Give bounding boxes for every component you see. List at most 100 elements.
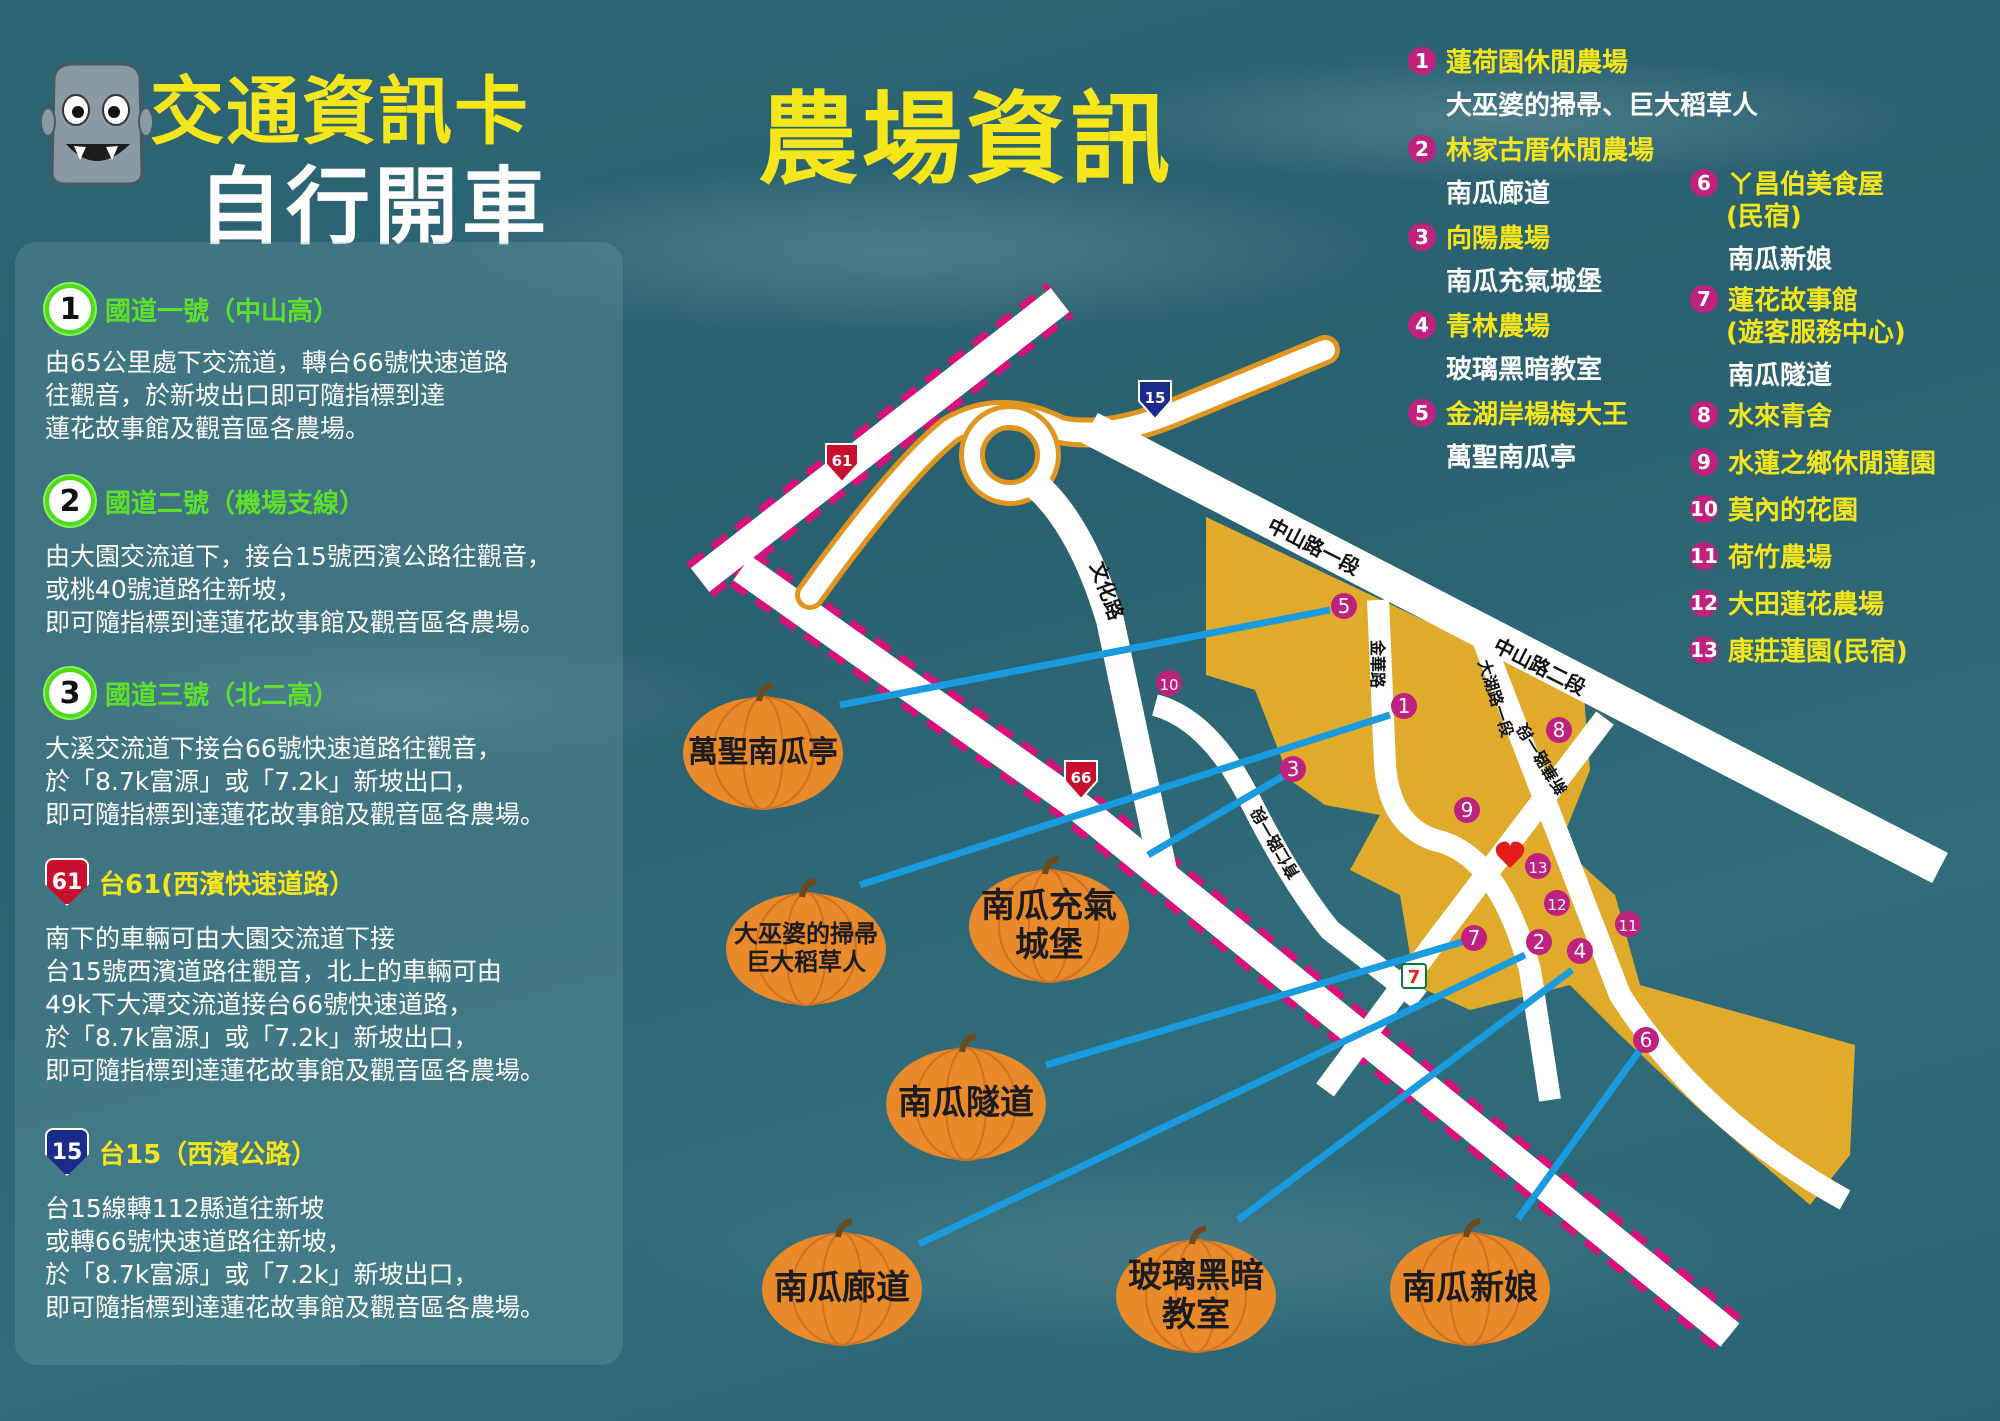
map-pin-2: 2 (1526, 929, 1552, 955)
map-shield-61-icon: 61 (825, 443, 859, 484)
route-title: 台61(西濱快速道路） (99, 869, 356, 900)
farm-name: 水蓮之鄉休閒蓮園 (1728, 449, 1937, 479)
pin-number: 8 (1553, 718, 1566, 742)
pin-circle (1280, 756, 1306, 782)
pin-circle (1567, 938, 1593, 964)
direction-line: 即可隨指標到達蓮花故事館及觀音區各農場。 (45, 1293, 546, 1322)
farm-item: 10 莫內的花園 (1690, 490, 1858, 527)
pin-circle (1454, 797, 1480, 823)
shield-label: 15 (1145, 389, 1166, 407)
pin-number: 12 (1690, 588, 1718, 617)
pumpkin-text: 南瓜充氣 (981, 885, 1117, 926)
map-pin-3: 3 (1280, 756, 1306, 782)
direction-line: 台15號西濱道路往觀音，北上的車輛可由 (45, 957, 502, 986)
farm-attraction: 南瓜新娘 (1728, 245, 1833, 275)
farm-info-title: 農場資訊 (758, 81, 1174, 198)
pin-number: 4 (1408, 310, 1436, 339)
direction-line: 蓮花故事館及觀音區各農場。 (45, 414, 371, 443)
route-title: 國道一號（中山高） (105, 296, 340, 327)
pin-number: 3 (1408, 222, 1436, 251)
farm-item: 9 水蓮之鄉休閒蓮園 (1690, 443, 1936, 480)
farm-name: 金湖岸楊梅大王 (1446, 400, 1629, 430)
direction-line: 於「8.7k富源」或「7.2k」新坡出口， (45, 1260, 479, 1289)
pin-number: 1 (1408, 46, 1436, 75)
farm-attraction: 南瓜充氣城堡 (1446, 267, 1603, 297)
farm-name-note: (民宿) (1726, 202, 1802, 232)
flower-badge-icon: 2 (45, 476, 95, 526)
farm-name: 向陽農場 (1446, 224, 1551, 254)
convenience-store-icon: 7 (1401, 963, 1427, 989)
pin-number: 13 (1690, 635, 1718, 664)
highway-61 (686, 282, 1744, 1353)
pin-number: 6 (1690, 168, 1718, 197)
direction-line: 即可隨指標到達蓮花故事館及觀音區各農場。 (45, 1056, 546, 1085)
direction-line: 或桃40號道路往新坡， (45, 575, 302, 604)
pumpkin-label: 南瓜新娘 (1386, 1217, 1554, 1347)
monster-mascot-icon (40, 62, 152, 186)
route-directions: 台15線轉112縣道往新坡 或轉66號快速道路往新坡， 於「8.7k富源」或「7… (45, 1192, 545, 1324)
map-pin-6: 6 (1633, 1027, 1659, 1053)
farm-attraction: 萬聖南瓜亭 (1446, 443, 1577, 473)
pin-number: 1 (1398, 694, 1411, 718)
pumpkin-icon (683, 682, 843, 810)
road-wenhua (1020, 469, 1179, 883)
route-title: 國道三號（北二高） (105, 680, 340, 711)
farm-attraction: 玻璃黑暗教室 (1446, 355, 1603, 385)
route-directions: 南下的車輛可由大園交流道下接 台15號西濱道路往觀音，北上的車輛可由 49k下大… (45, 922, 545, 1087)
route-national-3: 3 國道三號（北二高） (45, 668, 339, 718)
farm-attraction: 大巫婆的掃帚、巨大稻草人 (1446, 91, 1759, 121)
direction-line: 即可隨指標到達蓮花故事館及觀音區各農場。 (45, 608, 546, 637)
pumpkin-icon (969, 855, 1129, 983)
map-pin-1: 1 (1391, 693, 1417, 719)
pumpkin-label: 南瓜充氣城堡 (965, 854, 1133, 984)
pin-number: 9 (1461, 798, 1474, 822)
pin-number: 10 (1159, 676, 1178, 694)
shield-label: 61 (832, 452, 853, 470)
pumpkin-icon (726, 878, 886, 1006)
pumpkin-text: 城堡 (1015, 925, 1083, 965)
route-title: 國道二號（機場支線） (105, 488, 366, 519)
farm-attraction: 南瓜隧道 (1728, 361, 1833, 391)
road-label-jinhua: 金華路 (1368, 639, 1387, 689)
farm-name: 青林農場 (1446, 312, 1551, 342)
pin-number: 11 (1618, 917, 1637, 935)
road-yuren (1151, 694, 1427, 1009)
direction-line: 南下的車輛可由大園交流道下接 (45, 924, 396, 953)
farm-item: 3 向陽農場南瓜充氣城堡 (1408, 218, 1602, 298)
route-61-shield-icon: 61 (45, 858, 89, 906)
pin-number: 9 (1690, 447, 1718, 476)
farm-name: 莫內的花園 (1728, 496, 1859, 526)
card-subtitle: 自行開車 (198, 158, 551, 256)
flower-badge-icon: 3 (45, 668, 95, 718)
map-pin-8: 8 (1546, 717, 1572, 743)
pin-circle (1461, 925, 1487, 951)
map-pin-11: 11 (1615, 911, 1641, 937)
direction-line: 台15線轉112縣道往新坡 (45, 1194, 325, 1223)
map-pin-5: 5 (1331, 593, 1357, 619)
shield-label: 66 (1071, 769, 1092, 787)
map-shield-66-icon: 66 (1064, 760, 1098, 801)
map-pin-13: 13 (1525, 853, 1551, 879)
pin-number: 7 (1690, 284, 1718, 313)
pin-number: 10 (1690, 494, 1718, 523)
pumpkin-text: 萬聖南瓜亭 (688, 734, 838, 770)
road-jinhua (1367, 599, 1561, 1102)
direction-line: 或轉66號快速道路往新坡， (45, 1227, 352, 1256)
direction-line: 49k下大潭交流道接台66號快速道路， (45, 990, 474, 1019)
farm-item: 12 大田蓮花農場 (1690, 584, 1884, 621)
farm-name: 大田蓮花農場 (1728, 590, 1885, 620)
pin-circle (1331, 593, 1357, 619)
direction-line: 大溪交流道下接台66號快速道路往觀音， (45, 734, 502, 763)
pumpkin-text: 南瓜新娘 (1402, 1268, 1538, 1309)
pin-circle (1544, 890, 1570, 916)
pumpkin-text: 教室 (1162, 1295, 1230, 1335)
pumpkin-icon (762, 1218, 922, 1346)
